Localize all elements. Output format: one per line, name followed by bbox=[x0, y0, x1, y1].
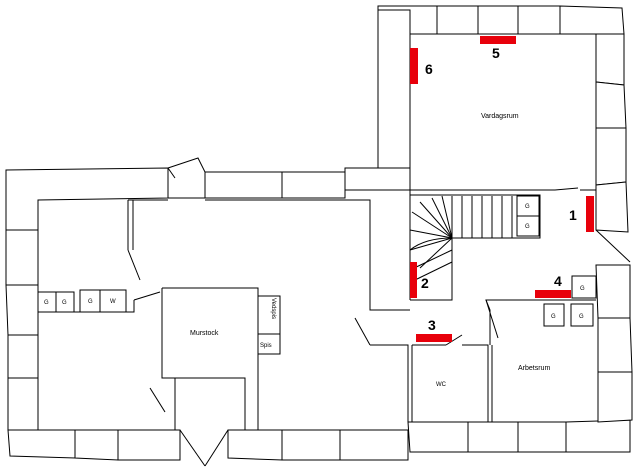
outer-wall bbox=[5, 5, 633, 461]
marker-bar-2 bbox=[410, 262, 417, 298]
fixture-label-spis: Spis bbox=[260, 343, 272, 349]
marker-bar-4 bbox=[535, 290, 571, 298]
fixture-label-g: G bbox=[551, 314, 556, 320]
fixture-label-g: G bbox=[525, 224, 530, 230]
room-label-vardagsrum: Vardagsrum bbox=[481, 113, 519, 120]
room-label-arbetsrum: Arbetsrum bbox=[518, 365, 550, 372]
marker-bar-3 bbox=[416, 334, 452, 342]
marker-number-1: 1 bbox=[569, 207, 577, 223]
fixture-label-g: G bbox=[579, 314, 584, 320]
room-label-wc: WC bbox=[436, 382, 447, 388]
staircase bbox=[409, 195, 513, 281]
room-label-murstock: Murstock bbox=[190, 330, 219, 337]
marker-bar-5 bbox=[480, 36, 516, 44]
marker-number-5: 5 bbox=[492, 45, 500, 61]
fixture-label-g: G bbox=[525, 204, 530, 210]
fixture-label-g: G bbox=[62, 300, 67, 306]
marker-number-4: 4 bbox=[554, 273, 562, 289]
fixture-label-g: G bbox=[88, 299, 93, 305]
doors bbox=[127, 167, 631, 467]
marker-bar-1 bbox=[586, 196, 594, 232]
fixture-label-g: G bbox=[44, 300, 49, 306]
marker-bar-6 bbox=[410, 48, 418, 84]
marker-number-3: 3 bbox=[428, 317, 436, 333]
interior-walls bbox=[37, 33, 597, 430]
fixture-label-w: W bbox=[110, 299, 116, 305]
markers bbox=[410, 36, 594, 342]
marker-number-2: 2 bbox=[421, 275, 429, 291]
fixture-label-g: G bbox=[580, 286, 585, 292]
fixture-label-vedspis: Vedspis bbox=[270, 298, 276, 319]
marker-number-6: 6 bbox=[425, 61, 433, 77]
